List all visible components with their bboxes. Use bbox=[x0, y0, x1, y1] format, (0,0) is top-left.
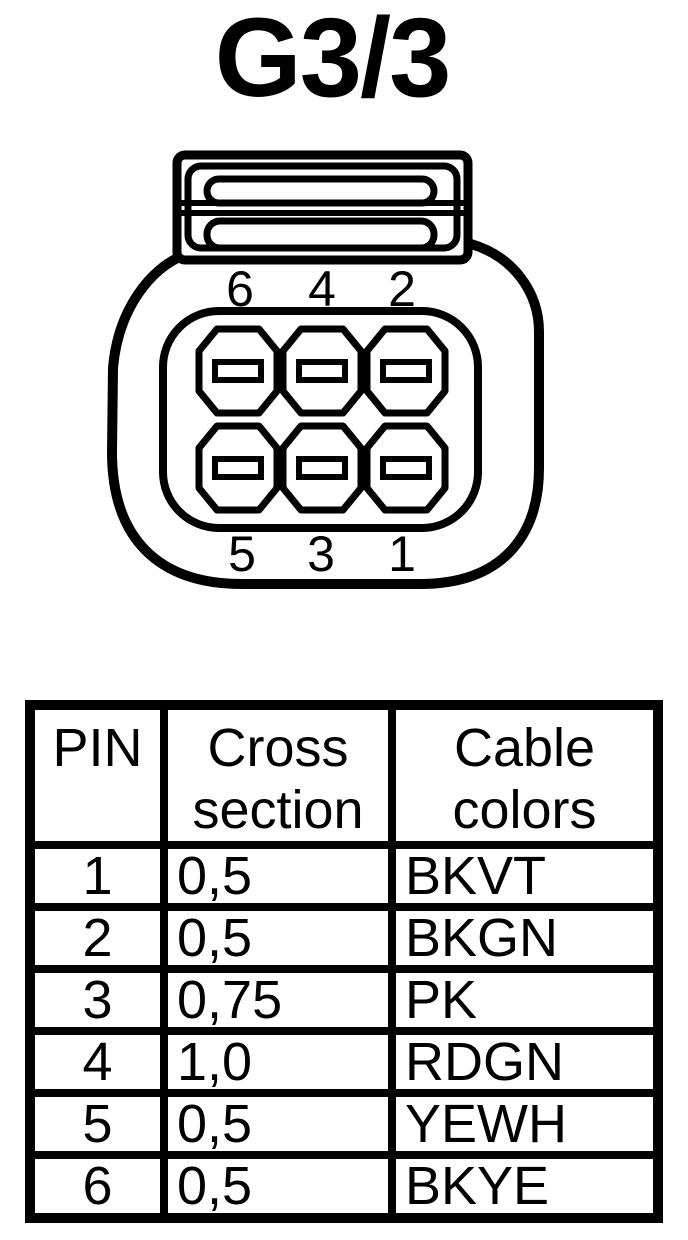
header-cross-section: Cross section bbox=[160, 700, 396, 850]
table-row: 4 1,0 RDGN bbox=[26, 1027, 662, 1098]
connector-body-outline bbox=[106, 239, 544, 589]
table-row: 6 0,5 BKYE bbox=[26, 1151, 662, 1223]
cell-cable-color: RDGN bbox=[388, 1027, 662, 1098]
header-pin: PIN bbox=[26, 700, 168, 850]
table-row: 2 0,5 BKGN bbox=[26, 903, 662, 974]
cell-cross-section: 1,0 bbox=[160, 1027, 396, 1098]
cell-pin: 5 bbox=[26, 1089, 168, 1160]
pin-table: PIN Cross section Cable colors 1 0,5 BKV… bbox=[25, 700, 663, 1224]
cell-cable-color: YEWH bbox=[388, 1089, 662, 1160]
pin-label-4: 4 bbox=[308, 261, 336, 317]
cell-pin: 2 bbox=[26, 903, 168, 974]
connector-diagram: 6 4 2 5 3 1 bbox=[106, 150, 544, 589]
pin-socket-5 bbox=[195, 422, 281, 514]
cell-cross-section: 0,5 bbox=[160, 1151, 396, 1223]
page-title: G3/3 bbox=[214, 0, 452, 120]
cell-cable-color: BKVT bbox=[388, 841, 662, 912]
pin-label-2: 2 bbox=[388, 261, 416, 317]
pin-field bbox=[159, 307, 482, 532]
connector-latch bbox=[172, 150, 473, 265]
table-row: 1 0,5 BKVT bbox=[26, 841, 662, 912]
cell-pin: 1 bbox=[26, 841, 168, 912]
cell-cable-color: BKYE bbox=[388, 1151, 662, 1223]
pin-socket-2 bbox=[363, 325, 449, 417]
cell-cross-section: 0,5 bbox=[160, 903, 396, 974]
cell-cross-section: 0,75 bbox=[160, 965, 396, 1036]
cell-cable-color: BKGN bbox=[388, 903, 662, 974]
cell-cross-section: 0,5 bbox=[160, 841, 396, 912]
pin-socket-3 bbox=[279, 422, 365, 514]
table-row: 5 0,5 YEWH bbox=[26, 1089, 662, 1160]
pin-socket-4 bbox=[279, 325, 365, 417]
cell-pin: 4 bbox=[26, 1027, 168, 1098]
cell-cross-section: 0,5 bbox=[160, 1089, 396, 1160]
pin-label-1: 1 bbox=[388, 526, 416, 582]
pin-label-3: 3 bbox=[307, 526, 335, 582]
latch-slot-upper bbox=[203, 175, 438, 207]
cell-pin: 3 bbox=[26, 965, 168, 1036]
pin-socket-1 bbox=[363, 422, 449, 514]
table-header-row: PIN Cross section Cable colors bbox=[26, 700, 662, 850]
cell-pin: 6 bbox=[26, 1151, 168, 1223]
header-cable-colors: Cable colors bbox=[388, 700, 662, 850]
pin-label-5: 5 bbox=[228, 526, 256, 582]
pin-label-6: 6 bbox=[226, 261, 254, 317]
latch-slot-lower bbox=[203, 217, 438, 252]
table-row: 3 0,75 PK bbox=[26, 965, 662, 1036]
cell-cable-color: PK bbox=[388, 965, 662, 1036]
pin-socket-6 bbox=[195, 325, 281, 417]
